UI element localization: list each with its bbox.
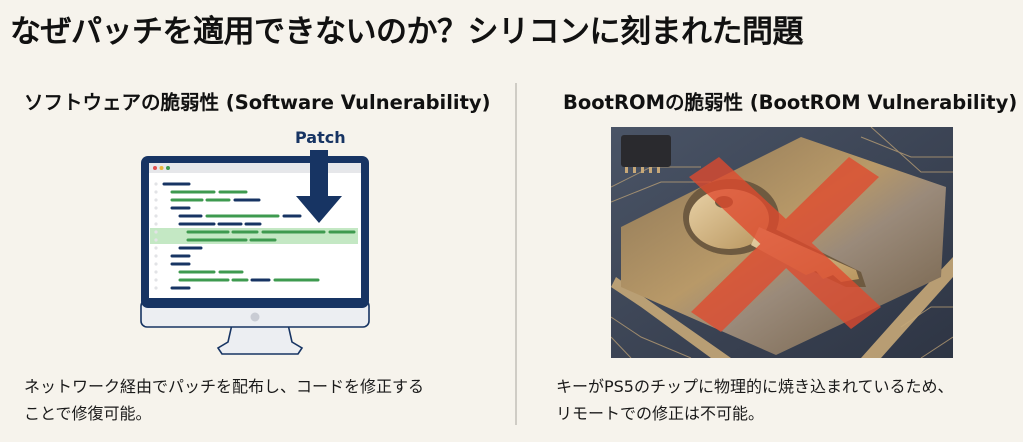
down-arrow-icon — [296, 150, 342, 223]
column-divider — [515, 83, 517, 425]
bootrom-description: キーがPS5のチップに物理的に焼き込まれているため、 リモートでの修正は不可能。 — [556, 373, 1016, 427]
monitor-power-button — [250, 312, 260, 322]
software-description: ネットワーク経由でパッチを配布し、コードを修正する ことで修復可能。 — [24, 373, 494, 427]
window-min-dot — [159, 166, 164, 170]
chip-pins — [611, 257, 953, 358]
chip-key-icon — [611, 127, 953, 358]
software-vulnerability-heading: ソフトウェアの脆弱性 (Software Vulnerability) — [24, 91, 491, 114]
patched-lines-highlight — [150, 228, 358, 244]
window-max-dot — [166, 166, 170, 170]
monitor-code-icon — [140, 150, 370, 355]
bootrom-description-line1: キーがPS5のチップに物理的に焼き込まれているため、 — [556, 377, 954, 396]
bootrom-vulnerability-heading: BootROMの脆弱性 (BootROM Vulnerability) — [563, 91, 1018, 114]
patch-label: Patch — [295, 128, 346, 147]
bootrom-description-line2: リモートでの修正は不可能。 — [556, 404, 765, 423]
page-title: なぜパッチを適用できないのか？シリコンに刻まれた問題 — [10, 14, 804, 50]
software-description-line2: ことで修復可能。 — [24, 404, 152, 423]
software-description-line1: ネットワーク経由でパッチを配布し、コードを修正する — [24, 377, 425, 396]
red-x-icon — [689, 157, 881, 332]
code-lines — [162, 182, 356, 290]
window-close-dot — [153, 166, 157, 170]
small-chip — [621, 135, 671, 167]
